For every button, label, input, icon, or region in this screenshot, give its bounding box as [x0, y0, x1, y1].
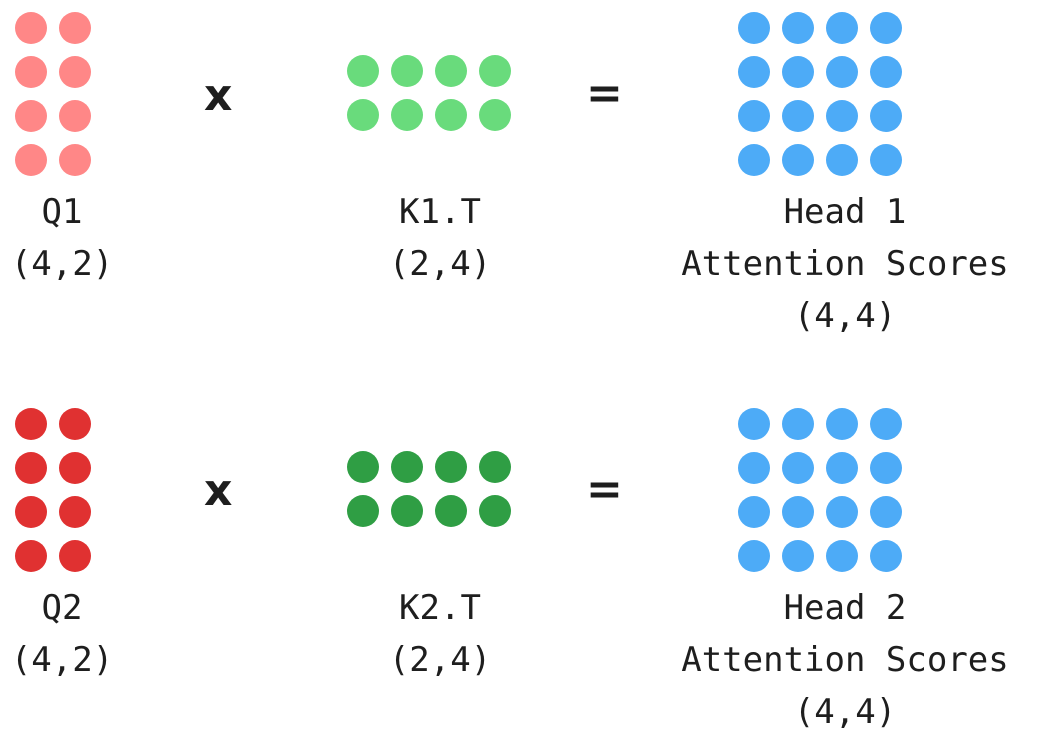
matrix-element-dot	[435, 99, 467, 131]
k2t-name: K2.T	[399, 588, 481, 628]
matrix-element-dot	[59, 452, 91, 484]
matrix-element-dot	[15, 144, 47, 176]
matrix-element-dot	[870, 100, 902, 132]
matrix-element-dot	[738, 100, 770, 132]
q2-name: Q2	[41, 588, 83, 628]
matrix-element-dot	[59, 408, 91, 440]
matrix-element-dot	[782, 12, 814, 44]
matrix-element-dot	[15, 452, 47, 484]
matrix-element-dot	[59, 144, 91, 176]
matrix-element-dot	[391, 451, 423, 483]
k2t-matrix	[341, 445, 517, 533]
head2-label: Head 2 Attention Scores (4,4)	[660, 582, 1030, 738]
matrix-element-dot	[826, 408, 858, 440]
matrix-element-dot	[435, 495, 467, 527]
matrix-element-dot	[391, 495, 423, 527]
matrix-element-dot	[738, 408, 770, 440]
head1-shape: (4,4)	[793, 296, 897, 336]
matrix-element-dot	[738, 12, 770, 44]
k2t-shape: (2,4)	[388, 640, 492, 680]
matrix-element-dot	[826, 452, 858, 484]
matrix-element-dot	[870, 12, 902, 44]
matrix-element-dot	[59, 496, 91, 528]
matrix-element-dot	[347, 495, 379, 527]
matrix-element-dot	[870, 144, 902, 176]
matrix-element-dot	[826, 540, 858, 572]
matrix-element-dot	[738, 452, 770, 484]
matrix-element-dot	[870, 408, 902, 440]
matrix-element-dot	[15, 12, 47, 44]
q1-shape: (4,2)	[10, 244, 114, 284]
matrix-element-dot	[347, 55, 379, 87]
matrix-element-dot	[782, 408, 814, 440]
matrix-element-dot	[435, 55, 467, 87]
multiply-sign-1: x	[204, 70, 233, 121]
matrix-element-dot	[435, 451, 467, 483]
matrix-element-dot	[782, 540, 814, 572]
matrix-element-dot	[782, 496, 814, 528]
matrix-element-dot	[391, 55, 423, 87]
q1-matrix	[9, 6, 97, 182]
matrix-element-dot	[59, 12, 91, 44]
head1-label: Head 1 Attention Scores (4,4)	[660, 186, 1030, 342]
matrix-element-dot	[870, 452, 902, 484]
matrix-element-dot	[826, 144, 858, 176]
matrix-element-dot	[59, 540, 91, 572]
head2-scores-matrix	[732, 402, 908, 578]
matrix-element-dot	[479, 99, 511, 131]
q1-name: Q1	[41, 192, 83, 232]
head2-shape: (4,4)	[793, 692, 897, 732]
matrix-element-dot	[782, 452, 814, 484]
q2-matrix	[9, 402, 97, 578]
head1-scores-matrix	[732, 6, 908, 182]
matrix-element-dot	[479, 495, 511, 527]
matrix-element-dot	[15, 100, 47, 132]
matrix-element-dot	[826, 56, 858, 88]
matrix-element-dot	[15, 496, 47, 528]
equals-sign-2: =	[586, 464, 623, 515]
matrix-element-dot	[738, 56, 770, 88]
matrix-element-dot	[782, 100, 814, 132]
matrix-element-dot	[782, 56, 814, 88]
matrix-element-dot	[15, 540, 47, 572]
q1-label: Q1 (4,2)	[0, 186, 124, 290]
matrix-element-dot	[870, 540, 902, 572]
k1t-shape: (2,4)	[388, 244, 492, 284]
matrix-element-dot	[59, 100, 91, 132]
matrix-element-dot	[15, 56, 47, 88]
k1t-label: K1.T (2,4)	[360, 186, 520, 290]
matrix-element-dot	[479, 451, 511, 483]
matrix-element-dot	[738, 496, 770, 528]
matrix-element-dot	[479, 55, 511, 87]
k2t-label: K2.T (2,4)	[360, 582, 520, 686]
matrix-element-dot	[59, 56, 91, 88]
equals-sign-1: =	[586, 68, 623, 119]
matrix-element-dot	[347, 451, 379, 483]
matrix-element-dot	[870, 56, 902, 88]
matrix-element-dot	[782, 144, 814, 176]
q2-shape: (4,2)	[10, 640, 114, 680]
matrix-element-dot	[826, 100, 858, 132]
multiply-sign-2: x	[204, 465, 233, 516]
k1t-matrix	[341, 49, 517, 137]
matrix-element-dot	[826, 496, 858, 528]
head2-title: Head 2	[783, 588, 907, 628]
matrix-element-dot	[826, 12, 858, 44]
matrix-element-dot	[15, 408, 47, 440]
matrix-element-dot	[738, 144, 770, 176]
q2-label: Q2 (4,2)	[0, 582, 124, 686]
matrix-element-dot	[391, 99, 423, 131]
matrix-element-dot	[347, 99, 379, 131]
matrix-element-dot	[870, 496, 902, 528]
head2-subtitle: Attention Scores	[681, 640, 1009, 680]
head1-subtitle: Attention Scores	[681, 244, 1009, 284]
matrix-element-dot	[738, 540, 770, 572]
k1t-name: K1.T	[399, 192, 481, 232]
head1-title: Head 1	[783, 192, 907, 232]
